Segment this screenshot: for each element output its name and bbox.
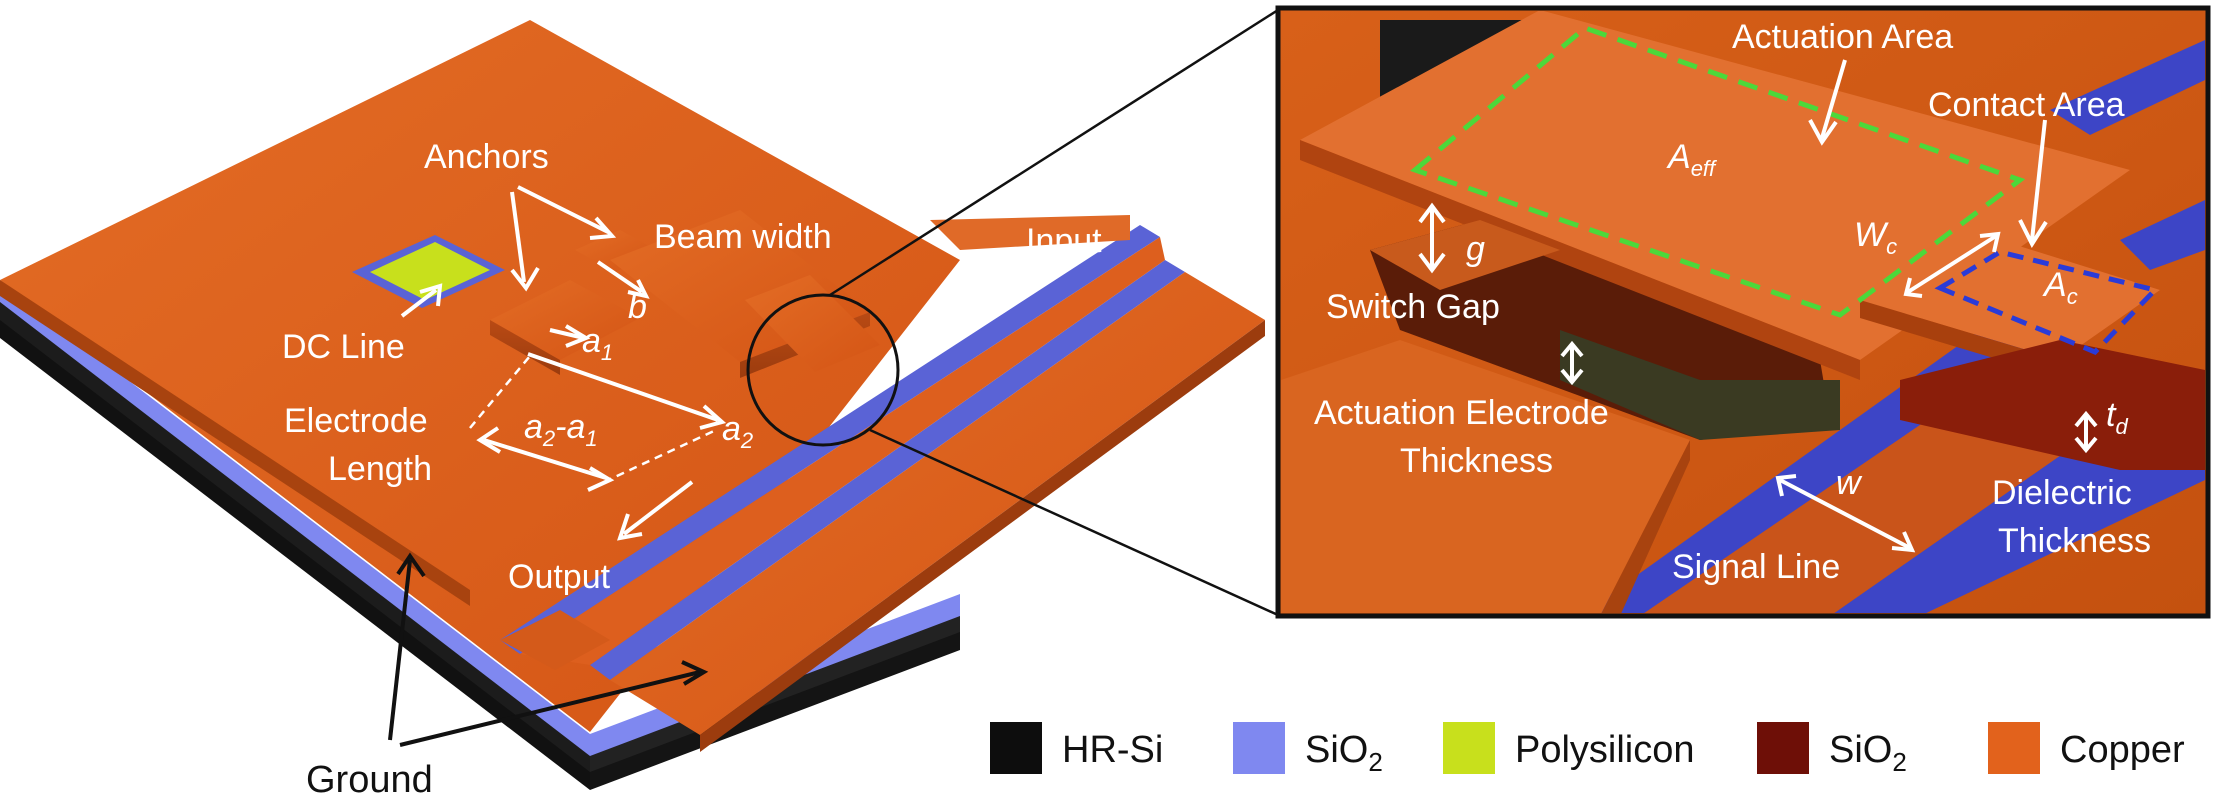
- zoom-slot-top2: [2120, 200, 2205, 270]
- label-dielectric-2: Thickness: [1998, 522, 2151, 560]
- legend-swatch-3: [1757, 722, 1809, 774]
- label-switch-gap: Switch Gap: [1326, 288, 1500, 326]
- zoom-circle: [746, 293, 900, 447]
- label-a2-minus-a1: a2-a1: [524, 408, 598, 451]
- anchor-block-side: [490, 320, 560, 375]
- input-strip: [930, 215, 1130, 250]
- label-beam-width: Beam width: [654, 218, 832, 256]
- label-a1: a1: [582, 322, 613, 365]
- label-actuation-electrode-2: Thickness: [1400, 442, 1553, 480]
- device-3d: Anchors Beam width Input DC Line b a1 a2…: [0, 8, 1279, 801]
- cpw-slot-right: [590, 260, 1185, 680]
- anchor-block: [490, 280, 640, 360]
- legend-label-4: Copper: [2060, 729, 2185, 771]
- ground-plane-left-edge: [0, 280, 470, 606]
- label-dielectric-1: Dielectric: [1992, 474, 2132, 512]
- label-dc-line: DC Line: [282, 328, 405, 366]
- zoom-line-bottom: [869, 428, 1279, 617]
- label-aeff: Aeff: [1666, 138, 1718, 181]
- legend-swatch-0: [990, 722, 1042, 774]
- zoom-beam: [1300, 11, 2130, 360]
- signal-line-strip: [520, 237, 1165, 665]
- legend-label-3: SiO2: [1829, 729, 1907, 777]
- sio2-layer-left: [0, 282, 590, 756]
- ground-arrows: [388, 552, 709, 747]
- legend: HR-Si SiO2 Polysilicon SiO2 Copper: [990, 722, 2185, 777]
- zoom-dielectric: [1900, 340, 2205, 470]
- label-actuation-area: Actuation Area: [1732, 18, 1953, 56]
- zoom-slot-top: [2050, 40, 2205, 135]
- label-contact-area: Contact Area: [1928, 86, 2125, 124]
- zoom-panel: Actuation Area Contact Area Aeff g Switc…: [1275, 5, 2211, 619]
- hr-si-layer-left: [0, 318, 590, 790]
- label-signal-line: Signal Line: [1672, 548, 1840, 586]
- legend-swatch-2: [1443, 722, 1495, 774]
- annotation-arrows: [400, 185, 1041, 541]
- label-electrode-length-1: Electrode: [284, 402, 428, 440]
- actuation-area-outline: [1409, 25, 2026, 318]
- zoom-line-top: [829, 8, 1279, 297]
- zoom-beam-lower: [1370, 220, 1560, 290]
- label-electrode-length-2: Length: [328, 450, 432, 488]
- legend-label-0: HR-Si: [1062, 729, 1163, 771]
- label-td: td: [2106, 396, 2128, 439]
- label-input: Input: [1026, 222, 1102, 260]
- dc-line-pad: [370, 242, 490, 300]
- hr-si-layer-right: [590, 630, 960, 790]
- label-g: g: [1466, 230, 1485, 268]
- label-ac: Ac: [2042, 266, 2078, 309]
- legend-swatch-4: [1988, 722, 2040, 774]
- contact-area-outline: [1934, 249, 2160, 355]
- dashed-guides: [469, 355, 717, 484]
- label-anchors: Anchors: [424, 138, 549, 176]
- label-a2: a2: [722, 410, 753, 453]
- label-b: b: [628, 288, 647, 326]
- label-wc: Wc: [1854, 216, 1897, 259]
- label-output: Output: [508, 558, 611, 596]
- cpw-slot-left: [500, 225, 1160, 654]
- label-w: w: [1836, 464, 1863, 502]
- zoom-ground-left-edge: [1601, 440, 1690, 613]
- legend-label-1: SiO2: [1305, 729, 1383, 777]
- output-strip: [500, 610, 610, 670]
- ground-plane-right-edge: [700, 320, 1265, 752]
- hr-si-layer-left-top: [0, 300, 590, 772]
- zoom-contact-tip: [1860, 240, 2160, 360]
- label-actuation-electrode-1: Actuation Electrode: [1314, 394, 1609, 432]
- ground-plane-right: [610, 272, 1265, 735]
- anchor-top: [575, 230, 660, 272]
- beam-tip: [745, 275, 880, 372]
- zoom-arrows: [1418, 59, 2098, 553]
- legend-label-2: Polysilicon: [1515, 729, 1695, 771]
- legend-swatch-1: [1233, 722, 1285, 774]
- label-ground: Ground: [306, 759, 433, 798]
- zoom-beam-front: [1300, 140, 1860, 380]
- zoom-ground-left: [1281, 340, 1690, 613]
- zoom-electrode-dielectric: [1560, 330, 1840, 440]
